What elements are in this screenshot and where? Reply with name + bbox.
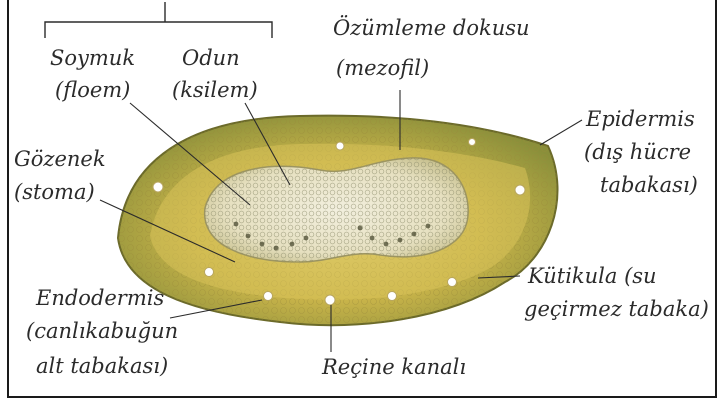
label-gozenek: Gözenek xyxy=(14,147,106,171)
label-ozumleme-dokusu: Özümleme dokusu xyxy=(333,15,530,40)
label-ksilem: (ksilem) xyxy=(172,78,258,102)
label-kutikula: Kütikula (su xyxy=(527,264,657,288)
label-tabakasi: tabakası) xyxy=(600,173,698,197)
label-epidermis: Epidermis xyxy=(585,107,695,131)
label-stoma: (stoma) xyxy=(14,180,95,204)
label-floem: (floem) xyxy=(55,78,130,102)
label-alt-tabakasi: alt tabakası) xyxy=(36,354,168,378)
label-endodermis: Endodermis xyxy=(35,286,164,310)
label-gecirmez-tabaka: geçirmez tabaka) xyxy=(524,297,709,321)
label-recine-kanali: Reçine kanalı xyxy=(321,355,466,379)
leaf-cross-section xyxy=(118,116,558,325)
label-soymuk: Soymuk xyxy=(50,46,135,70)
label-odun: Odun xyxy=(182,46,240,70)
label-canlikabugun: (canlıkabuğun xyxy=(26,319,178,343)
label-dis-hucre: (dış hücre xyxy=(584,140,691,164)
label-mezofil: (mezofil) xyxy=(336,56,429,80)
bracket-vascular-tissue xyxy=(45,2,272,38)
